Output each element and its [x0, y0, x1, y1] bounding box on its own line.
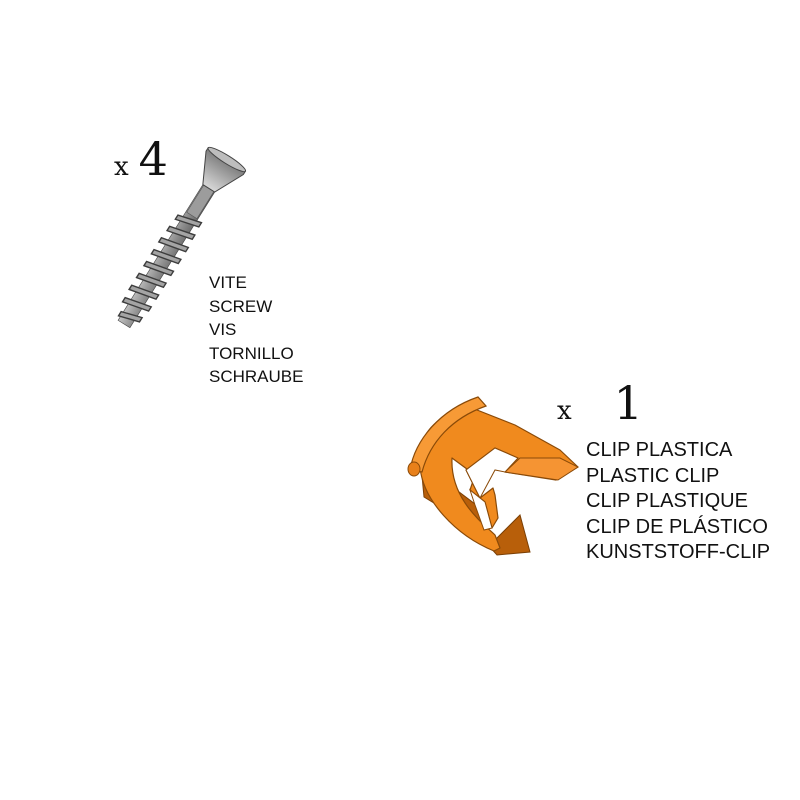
clip-labels: CLIP PLASTICA PLASTIC CLIP CLIP PLASTIQU…	[586, 438, 770, 566]
screw-quantity-value: 4	[138, 132, 168, 186]
screw-quantity-prefix: x	[114, 152, 129, 182]
clip-label-de: KUNSTSTOFF-CLIP	[586, 541, 771, 563]
screw-label-es: TORNILLO	[209, 343, 294, 363]
screw-label-de: SCHRAUBE	[209, 367, 304, 386]
screw-label-fr: VIS	[209, 320, 237, 339]
clip-label-es: CLIP DE PLÁSTICO	[586, 515, 768, 538]
clip-quantity-prefix: x	[557, 396, 572, 426]
clip-label-en: PLASTIC CLIP	[586, 464, 720, 487]
screw-label-en: SCREW	[209, 296, 273, 316]
screw-labels: VITE SCREW VIS TORNILLO SCHRAUBE	[209, 271, 303, 389]
clip-quantity-value: 1	[613, 376, 643, 430]
screw-label-it: VITE	[209, 273, 247, 292]
clip-label-fr: CLIP PLASTIQUE	[586, 490, 748, 512]
clip-label-it: CLIP PLASTICA	[586, 439, 733, 461]
